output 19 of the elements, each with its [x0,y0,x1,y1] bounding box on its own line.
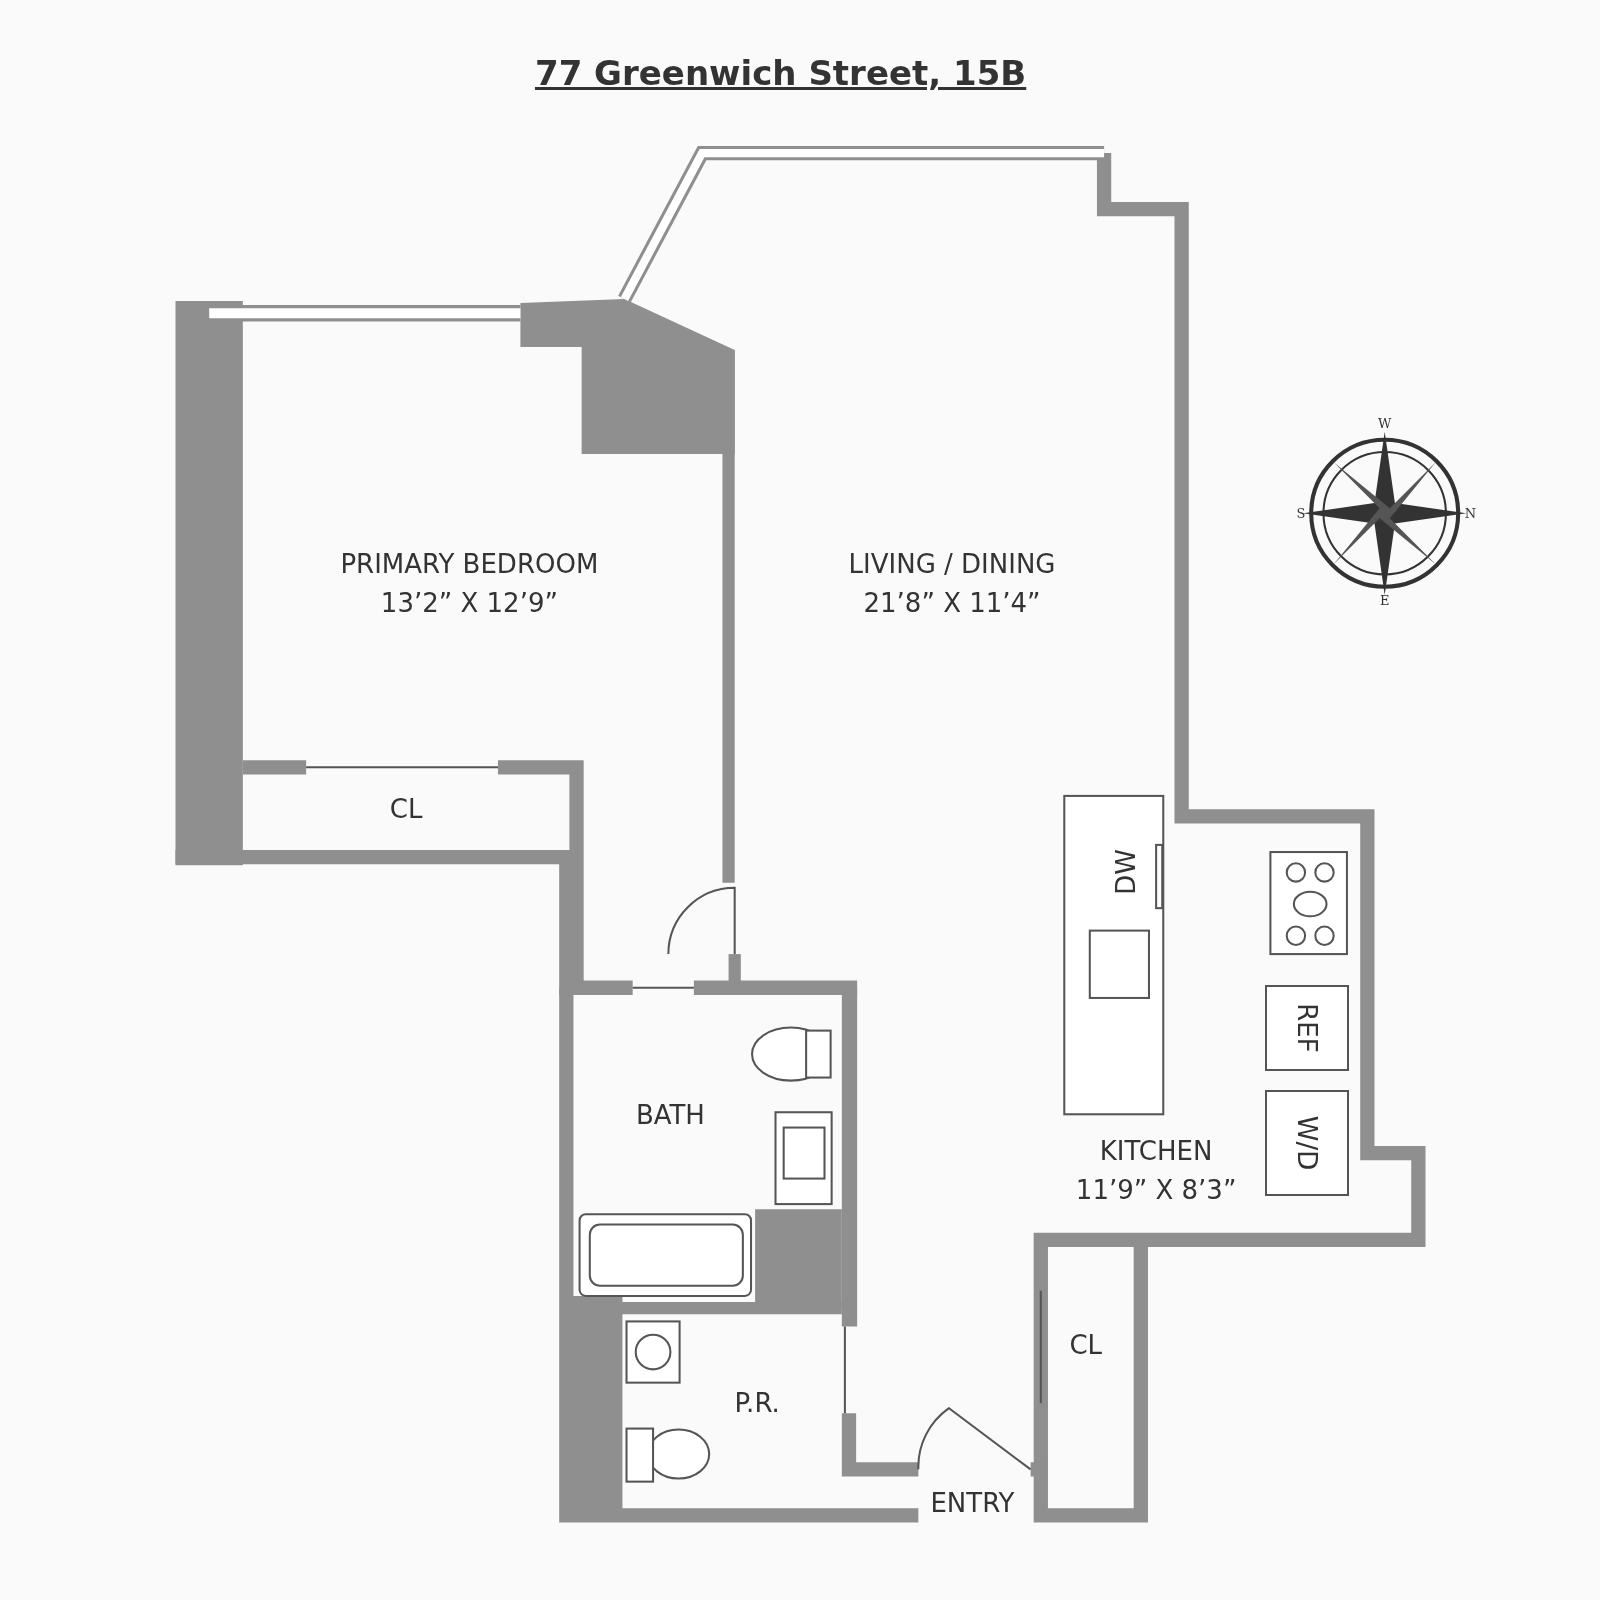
room-name: BATH [635,1100,705,1131]
room-dimensions: 21’8” X 11’4” [863,588,1041,619]
appliance-label: DW [1110,849,1141,896]
appliance-box: REF [1265,984,1349,1072]
compass-letter: E [1379,592,1390,608]
compass-letter: N [1464,505,1477,521]
appliance-box: W/D [1265,1089,1349,1196]
room-dimensions: 11’9” X 8’3” [1075,1174,1237,1205]
room-name: KITCHEN [1099,1136,1213,1166]
plan-title: 77 Greenwich Street, 15B [534,53,1027,94]
room-name: P.R. [734,1388,780,1419]
room-name: PRIMARY BEDROOM [340,549,599,580]
compass-letter: S [1296,505,1306,521]
entry-label: ENTRY [930,1488,1015,1519]
room-dimensions: 13’2” X 12’9” [380,588,558,619]
compass-letter: W [1378,415,1392,431]
room-name: LIVING / DINING [848,549,1056,580]
room-name: CL [1069,1329,1102,1360]
room-name: CL [389,794,423,825]
